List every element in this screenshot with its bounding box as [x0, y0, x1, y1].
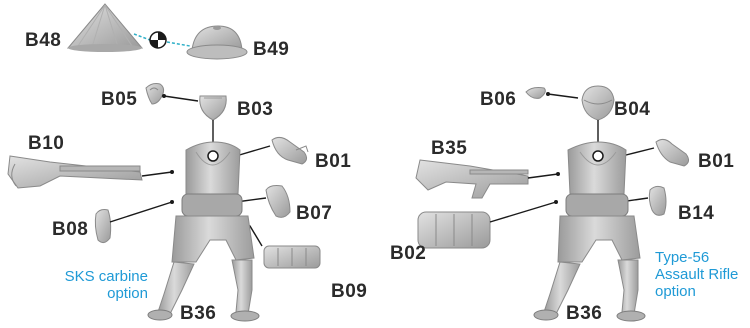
hand-part-b06	[525, 87, 546, 99]
leader-line	[547, 93, 579, 99]
head-part-b04	[581, 85, 615, 121]
label-b05: B05	[101, 89, 138, 110]
label-b48: B48	[25, 30, 62, 51]
label-b36-right: B36	[566, 303, 603, 324]
dashed-link-line	[166, 41, 191, 47]
label-b14: B14	[678, 203, 715, 224]
leader-line	[527, 173, 559, 179]
label-b08: B08	[52, 219, 89, 240]
label-b49: B49	[253, 39, 290, 60]
type56-option-note: Type-56 Assault Rifle option	[655, 249, 739, 300]
hand-part-b08	[94, 209, 112, 244]
leader-line	[163, 95, 199, 102]
label-b36-left: B36	[180, 303, 217, 324]
sks-rifle-part	[7, 155, 143, 189]
arm-part-b01	[271, 136, 309, 165]
label-b10: B10	[28, 133, 65, 154]
label-b01-left: B01	[315, 151, 352, 172]
label-b04: B04	[614, 99, 651, 120]
ammo-pouch-part-b02	[417, 211, 491, 249]
leader-line	[235, 145, 271, 157]
body-part-right	[533, 141, 646, 322]
leader-line	[141, 171, 173, 177]
label-b01-right: B01	[698, 151, 735, 172]
leader-line	[109, 201, 173, 223]
type56-rifle-part	[415, 159, 529, 199]
conical-hat-part	[66, 3, 144, 52]
body-part-left	[147, 141, 260, 322]
head-part-b03	[199, 95, 227, 121]
leader-line	[621, 147, 655, 157]
pith-helmet-part	[186, 25, 248, 60]
arm-part-b14	[648, 185, 667, 216]
label-b06: B06	[480, 89, 517, 110]
sks-carbine-option-note: SKS carbine option	[64, 268, 148, 302]
arm-part-b01-right	[655, 138, 690, 167]
crosshair-target-icon	[149, 31, 167, 49]
leader-line	[489, 201, 557, 223]
label-b03: B03	[237, 99, 274, 120]
ammo-pouch-part-b09	[263, 245, 321, 269]
label-b35: B35	[431, 138, 468, 159]
dashed-link-line	[133, 33, 151, 41]
label-b07: B07	[296, 203, 333, 224]
arm-part-b07	[265, 185, 291, 218]
label-b02: B02	[390, 243, 427, 264]
label-b09: B09	[331, 281, 368, 302]
hand-part-b05	[145, 83, 165, 105]
